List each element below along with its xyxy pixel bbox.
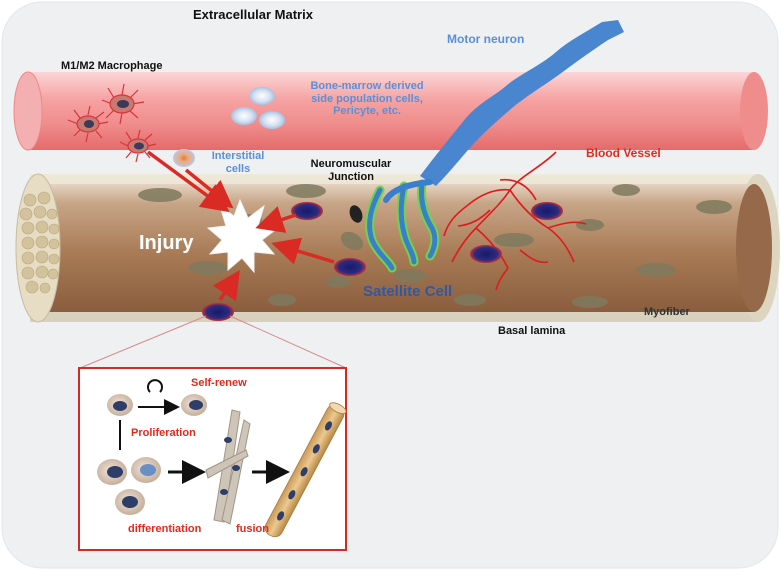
interstitial-line-1: Interstitial	[211, 150, 265, 162]
satellite-cells	[202, 202, 563, 321]
macrophages	[67, 83, 157, 163]
motor-neuron	[420, 20, 624, 186]
nmj-label: Neuromuscular Junction	[296, 158, 406, 183]
zoom-lines	[79, 315, 347, 369]
nmj-line-1: Neuromuscular	[310, 158, 392, 170]
dark-nucleus	[349, 205, 363, 223]
capillary-branches	[443, 151, 587, 291]
self-renew-label: Self-renew	[191, 377, 247, 389]
basal-lamina-label: Basal lamina	[498, 325, 566, 337]
myofiber-label: Myofiber	[644, 306, 690, 318]
myofiber	[15, 173, 780, 323]
bone-marrow-line-3: Pericyte, etc.	[333, 105, 401, 118]
myonuclei	[138, 184, 732, 308]
extracellular-matrix-label: Extracellular Matrix	[193, 7, 313, 22]
injury-label: Injury	[139, 232, 194, 254]
motor-neuron-label: Motor neuron	[447, 32, 525, 46]
blood-vessel-label: Blood Vessel	[586, 146, 661, 160]
bone-marrow-line-1: Bone-marrow derived	[310, 80, 424, 92]
satellite-cell-label: Satellite Cell	[363, 283, 453, 300]
proliferation-label: Proliferation	[131, 427, 196, 439]
bone-marrow-line-2: side population cells,	[311, 92, 423, 105]
interstitial-label: Interstitial cells	[200, 150, 276, 175]
interstitial-line-2: cells	[225, 162, 251, 175]
neuromuscular-junction	[365, 179, 440, 273]
fusion-label: fusion	[236, 523, 269, 535]
myofibril-bundles	[19, 191, 60, 294]
macrophage-label: M1/M2 Macrophage	[61, 60, 163, 72]
differentiation-label: differentiation	[128, 523, 202, 535]
interstitial-cell	[173, 149, 195, 167]
nmj-line-2: Junction	[328, 170, 374, 183]
bone-marrow-cells	[231, 87, 285, 129]
inset-graphics	[97, 379, 347, 538]
bone-marrow-label: Bone-marrow derived side population cell…	[292, 80, 442, 118]
injury-arrows	[146, 150, 335, 302]
